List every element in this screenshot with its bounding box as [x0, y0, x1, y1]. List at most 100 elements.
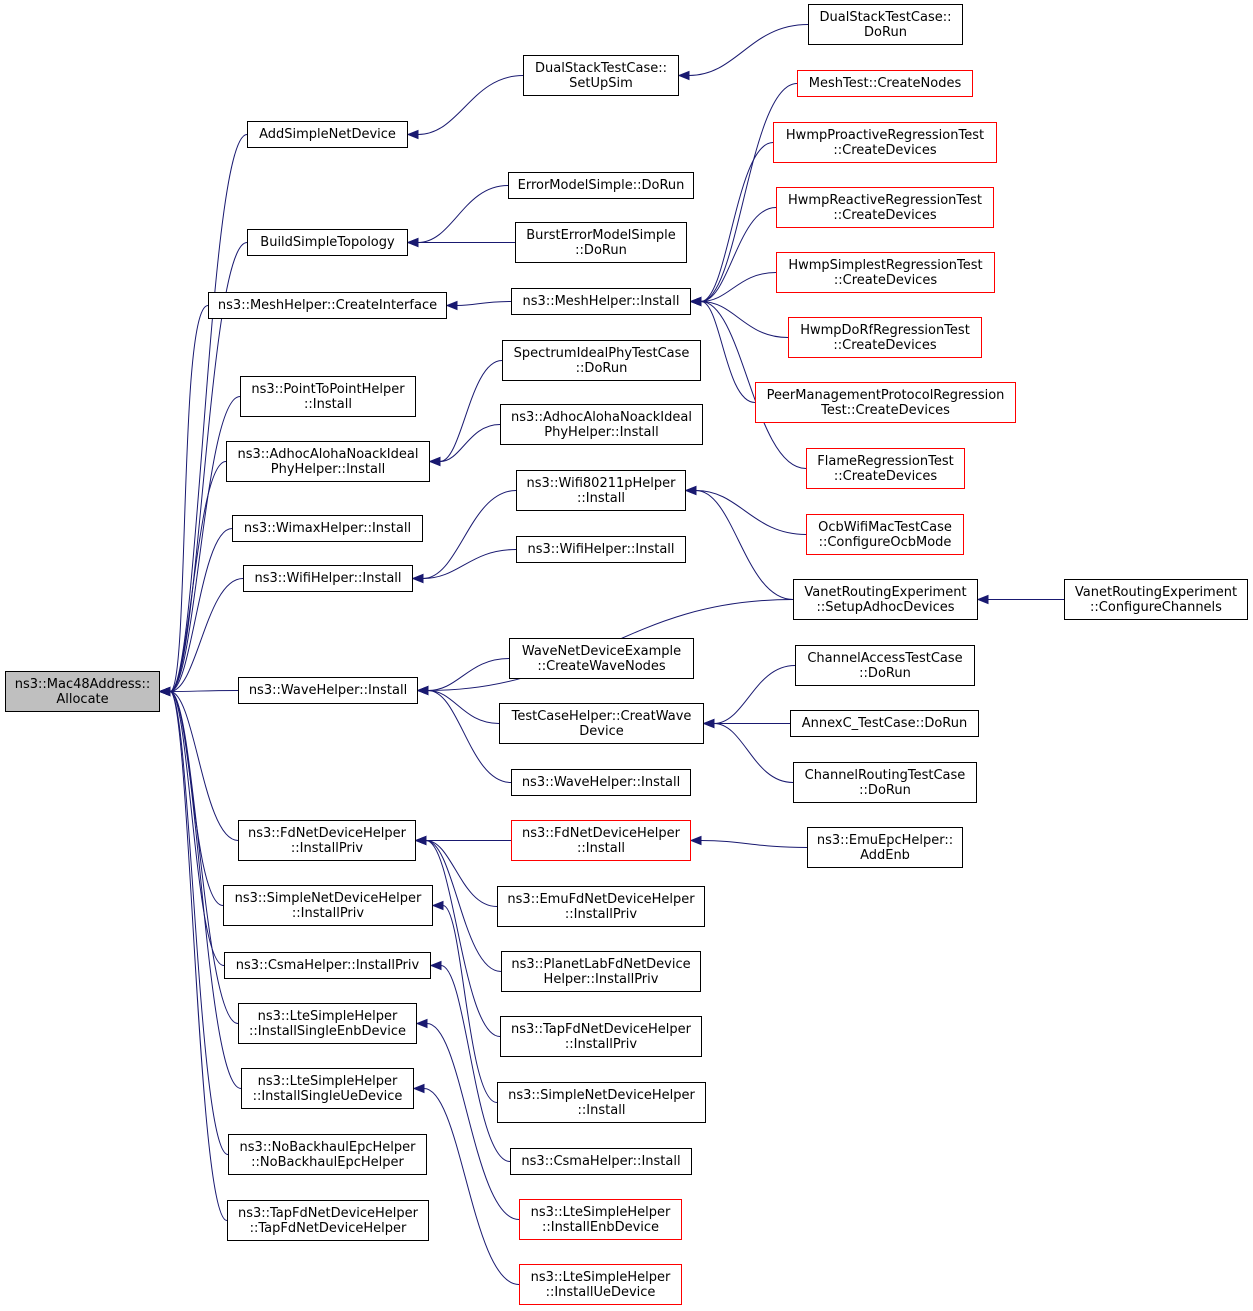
node-vanetconfig[interactable]: VanetRoutingExperiment::ConfigureChannel… — [1064, 579, 1248, 620]
edge-emuepc-to-fdnetinstall — [700, 840, 808, 848]
node-hwmpproactive[interactable]: HwmpProactiveRegressionTest::CreateDevic… — [773, 122, 997, 163]
arrowhead-csmainstall-to-csma — [429, 960, 442, 971]
node-errmodel[interactable]: ErrorModelSimple::DoRun — [508, 172, 694, 199]
node-wavehelper2[interactable]: ns3::WaveHelper::Install — [511, 769, 691, 796]
node-meshtest[interactable]: MeshTest::CreateNodes — [797, 70, 973, 97]
arrowhead-flame-to-meshinstall — [689, 296, 702, 307]
edge-errmodel-to-buildsimple — [417, 185, 509, 243]
arrowhead-wifihelper2-to-wifihelper1 — [411, 573, 424, 584]
edge-wavehelper2-to-wavehelper1 — [427, 690, 512, 783]
edge-wifihelper2-to-wifihelper1 — [422, 549, 517, 579]
edge-simplenetinstall-to-simplenet — [442, 905, 498, 1103]
edge-peermgmt-to-meshinstall — [700, 301, 756, 403]
edge-adhocaloha2-to-adhocaloha — [439, 424, 501, 462]
node-wimax[interactable]: ns3::WimaxHelper::Install — [232, 515, 423, 542]
node-tapfdpriv[interactable]: ns3::TapFdNetDeviceHelper::InstallPriv — [500, 1016, 702, 1057]
edge-tapfdpriv-to-fdnet — [425, 840, 501, 1037]
node-channelrouting[interactable]: ChannelRoutingTestCase::DoRun — [793, 762, 977, 803]
arrowhead-lteue-to-ltesimpleue — [412, 1083, 425, 1094]
node-p2p[interactable]: ns3::PointToPointHelper::Install — [240, 376, 416, 417]
edge-dualdorun-to-dualsetup — [688, 24, 809, 76]
arrowhead-meshinstall-to-meshcreateif — [445, 300, 458, 311]
node-simplenet[interactable]: ns3::SimpleNetDeviceHelper::InstallPriv — [223, 885, 433, 926]
edge-nobackhaul-to-root — [169, 691, 229, 1155]
edge-dualsetup-to-addsimple — [417, 75, 524, 135]
node-csmainstall[interactable]: ns3::CsmaHelper::Install — [510, 1148, 692, 1175]
node-annexc[interactable]: AnnexC_TestCase::DoRun — [790, 710, 979, 737]
node-ltesimpleue[interactable]: ns3::LteSimpleHelper::InstallSingleUeDev… — [241, 1068, 414, 1109]
node-wifihelper2[interactable]: ns3::WifiHelper::Install — [516, 536, 686, 563]
node-fdnet[interactable]: ns3::FdNetDeviceHelper::InstallPriv — [238, 820, 416, 861]
node-ocbwifi[interactable]: OcbWifiMacTestCase::ConfigureOcbMode — [806, 514, 964, 555]
node-hwmpdorf[interactable]: HwmpDoRfRegressionTest::CreateDevices — [788, 317, 982, 358]
edge-meshtest-to-meshinstall — [700, 83, 798, 302]
node-addsimple[interactable]: AddSimpleNetDevice — [247, 121, 408, 148]
node-nobackhaul[interactable]: ns3::NoBackhaulEpcHelper::NoBackhaulEpcH… — [228, 1134, 427, 1175]
edge-spectrum-to-adhocaloha — [439, 360, 503, 462]
arrowhead-bursterr-to-buildsimple — [406, 237, 419, 248]
node-hwmpreactive[interactable]: HwmpReactiveRegressionTest::CreateDevice… — [776, 187, 994, 228]
arrowhead-wavehelper2-to-wavehelper1 — [416, 685, 429, 696]
edge-meshinstall-to-meshcreateif — [456, 301, 512, 306]
node-emuepc[interactable]: ns3::EmuEpcHelper::AddEnb — [807, 827, 963, 868]
node-csma[interactable]: ns3::CsmaHelper::InstallPriv — [224, 952, 431, 979]
edge-meshcreateif-to-root — [169, 305, 209, 692]
edge-planetlab-to-fdnet — [425, 840, 502, 972]
edge-p2p-to-root — [169, 396, 241, 692]
edge-testcasehelper-to-wavehelper1 — [427, 690, 500, 724]
node-vanetsetup[interactable]: VanetRoutingExperiment::SetupAdhocDevice… — [793, 579, 978, 620]
node-dualdorun[interactable]: DualStackTestCase::DoRun — [808, 4, 963, 45]
node-lteue[interactable]: ns3::LteSimpleHelper::InstallUeDevice — [519, 1264, 682, 1305]
node-tapfd[interactable]: ns3::TapFdNetDeviceHelper::TapFdNetDevic… — [227, 1200, 429, 1241]
edge-ocbwifi-to-wifi80211p — [695, 490, 807, 535]
node-meshcreateif[interactable]: ns3::MeshHelper::CreateInterface — [208, 292, 447, 319]
edge-vanetsetup-to-wifi80211p — [695, 490, 794, 600]
edge-hwmpsimplest-to-meshinstall — [700, 272, 777, 302]
node-fdnetinstall[interactable]: ns3::FdNetDeviceHelper::Install — [511, 820, 691, 861]
edge-adhocaloha-to-root — [169, 461, 227, 692]
node-meshinstall[interactable]: ns3::MeshHelper::Install — [511, 288, 691, 315]
arrowhead-adhocaloha2-to-adhocaloha — [428, 456, 441, 467]
node-spectrum[interactable]: SpectrumIdealPhyTestCase::DoRun — [502, 340, 701, 381]
node-wifihelper1[interactable]: ns3::WifiHelper::Install — [243, 565, 413, 592]
edge-wavehelper1-to-root — [169, 690, 239, 692]
arrowhead-tapfdpriv-to-fdnet — [414, 835, 427, 846]
arrowhead-dualdorun-to-dualsetup — [677, 70, 690, 81]
node-buildsimple[interactable]: BuildSimpleTopology — [247, 229, 408, 256]
edge-ltesimpleue-to-root — [169, 691, 242, 1089]
node-emufd[interactable]: ns3::EmuFdNetDeviceHelper::InstallPriv — [497, 886, 705, 927]
node-simplenetinstall[interactable]: ns3::SimpleNetDeviceHelper::Install — [497, 1082, 706, 1123]
node-lteenb[interactable]: ns3::LteSimpleHelper::InstallEnbDevice — [519, 1199, 682, 1240]
edge-channelaccess-to-testcasehelper — [713, 665, 796, 724]
edge-channelrouting-to-testcasehelper — [713, 723, 794, 783]
edge-csma-to-root — [169, 691, 225, 966]
arrowhead-emuepc-to-fdnetinstall — [689, 835, 702, 846]
edge-addsimple-to-root — [169, 134, 248, 692]
edge-wavenetex-to-wavehelper1 — [427, 658, 510, 691]
node-ltesimpleenb[interactable]: ns3::LteSimpleHelper::InstallSingleEnbDe… — [238, 1003, 417, 1044]
edge-wifi80211p-to-wifihelper1 — [422, 490, 517, 579]
node-root: ns3::Mac48Address::Allocate — [5, 671, 160, 712]
arrowhead-vanetsetup-to-wifi80211p — [684, 485, 697, 496]
edge-lteue-to-ltesimpleue — [423, 1088, 520, 1285]
edge-fdnet-to-root — [169, 691, 239, 841]
node-wifi80211p[interactable]: ns3::Wifi80211pHelper::Install — [516, 470, 686, 511]
node-hwmpsimplest[interactable]: HwmpSimplestRegressionTest::CreateDevice… — [776, 252, 995, 293]
node-channelaccess[interactable]: ChannelAccessTestCase::DoRun — [795, 645, 975, 686]
edge-hwmpreactive-to-meshinstall — [700, 207, 777, 302]
node-flame[interactable]: FlameRegressionTest::CreateDevices — [806, 448, 965, 489]
node-wavehelper1[interactable]: ns3::WaveHelper::Install — [238, 677, 418, 704]
arrowhead-lteenb-to-ltesimpleenb — [415, 1018, 428, 1029]
arrowhead-tapfd-to-root — [158, 686, 171, 697]
arrowhead-dualsetup-to-addsimple — [406, 129, 419, 140]
node-bursterr[interactable]: BurstErrorModelSimple::DoRun — [515, 222, 687, 263]
node-wavenetex[interactable]: WaveNetDeviceExample::CreateWaveNodes — [509, 638, 694, 679]
edge-wifihelper1-to-root — [169, 578, 244, 692]
node-dualsetup[interactable]: DualStackTestCase::SetUpSim — [523, 55, 679, 96]
